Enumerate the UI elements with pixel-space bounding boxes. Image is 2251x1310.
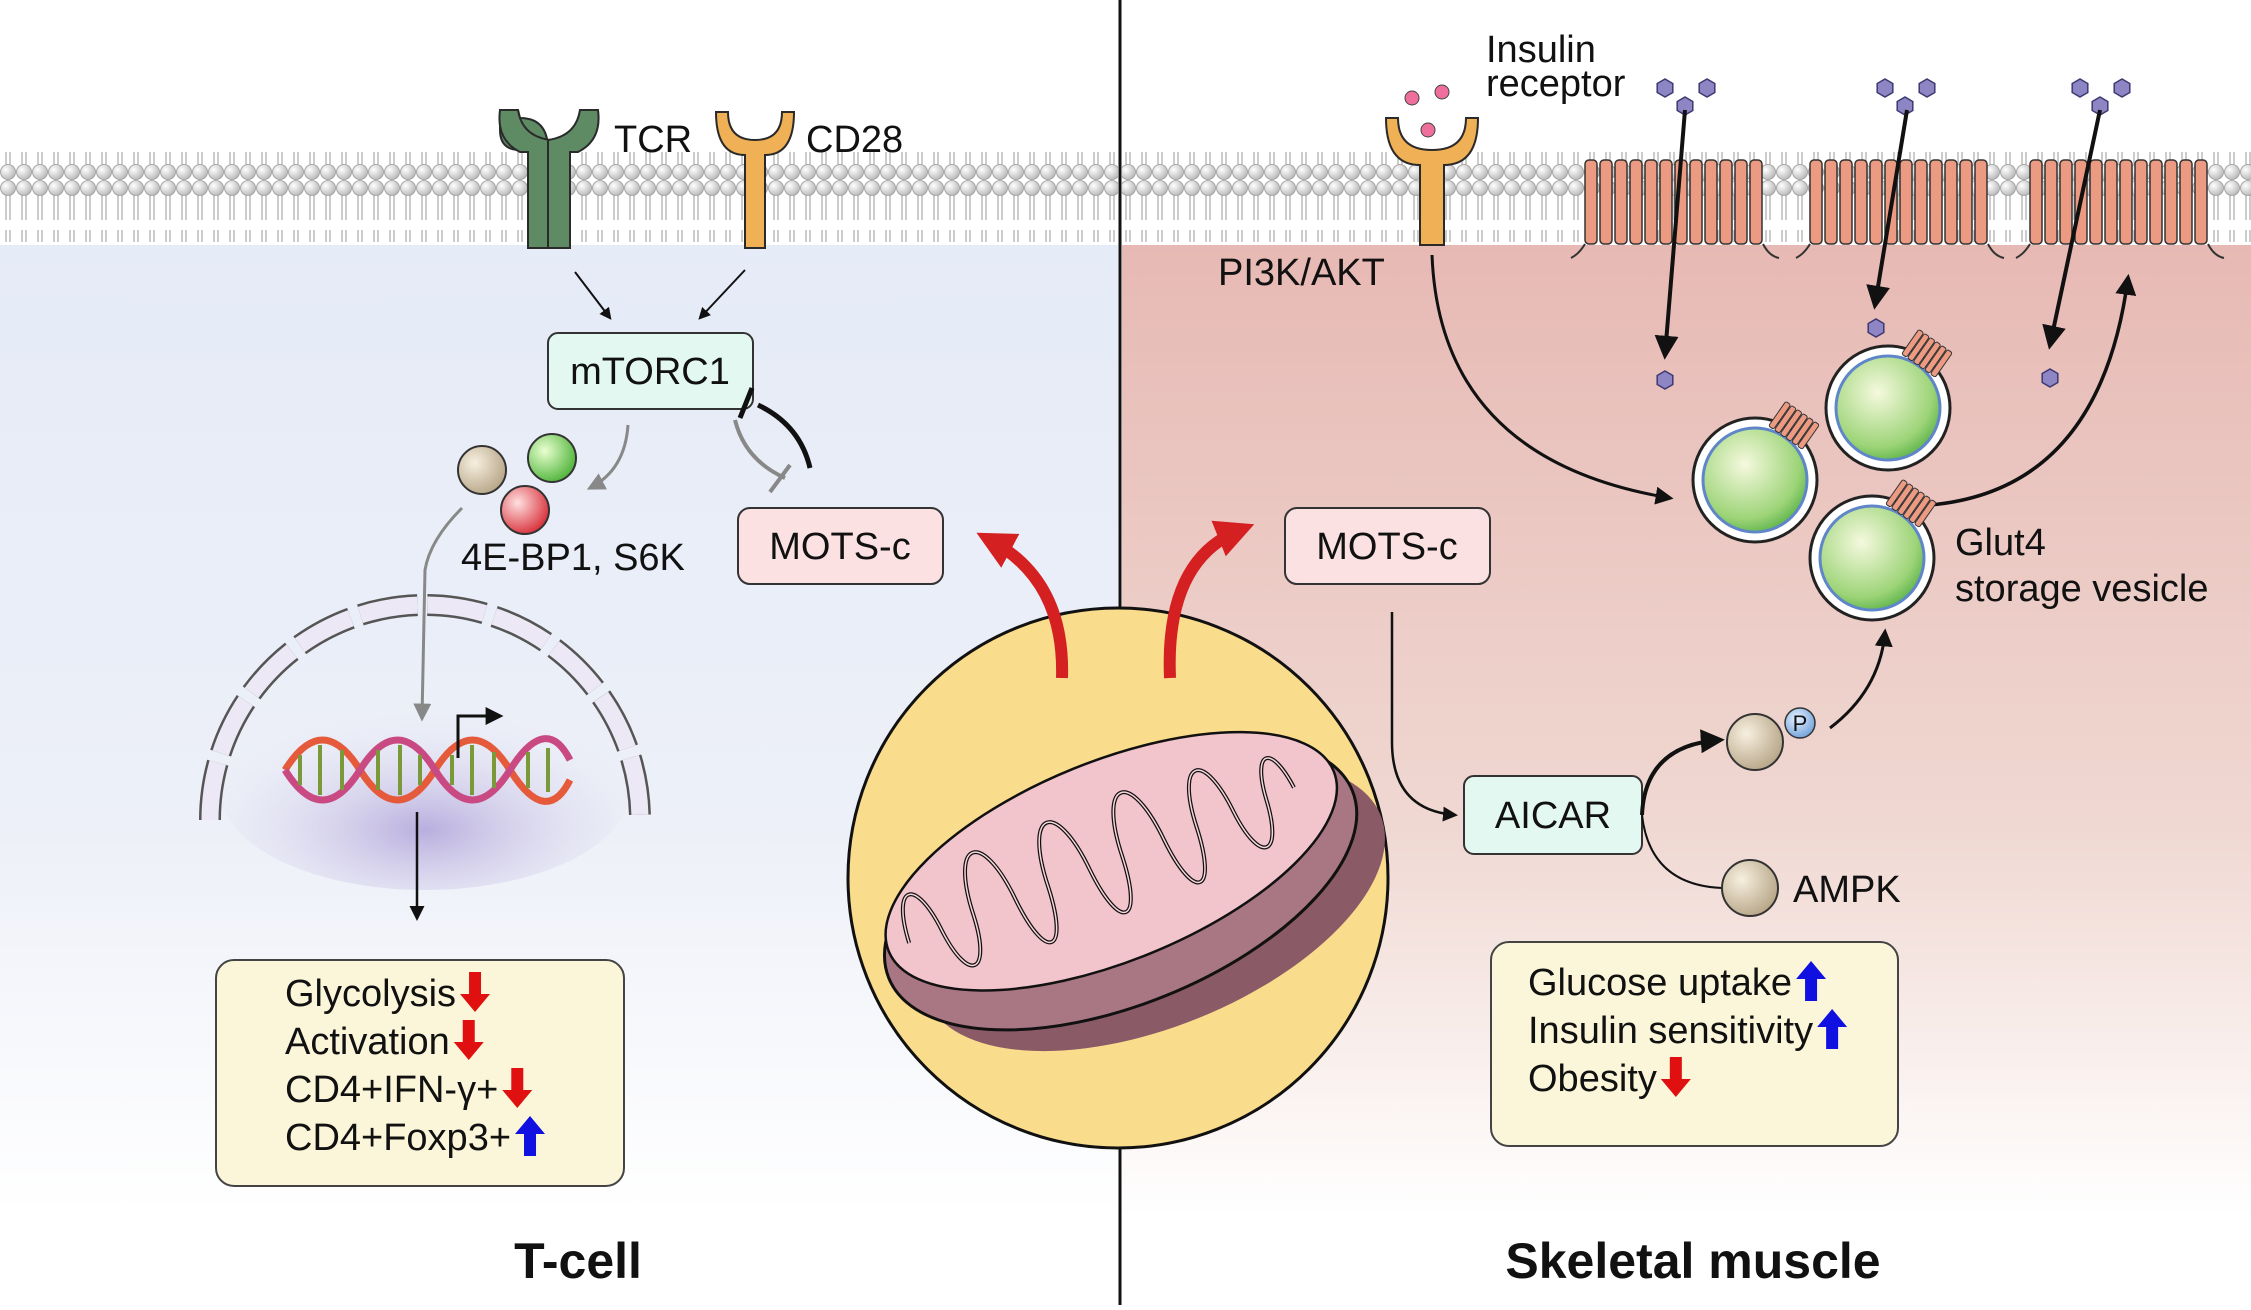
arrow-down-icon [502, 1068, 533, 1108]
glucose-icon [1867, 318, 1885, 338]
mito-to-tcell-arrow [976, 532, 1069, 679]
outcome-label: CD4+IFN-γ+ [285, 1069, 498, 1111]
glucose-icon [2113, 78, 2131, 98]
phospho-label: P [1793, 711, 1808, 736]
mtorc1-box [547, 332, 754, 410]
dna-helix [282, 735, 574, 805]
muscle-title: Skeletal muscle [1505, 1233, 1880, 1289]
glucose-icon [1918, 78, 1936, 98]
glut4-transporter [2015, 159, 2225, 259]
glut4-transporter [1570, 159, 1780, 259]
effector-bead-green [527, 433, 577, 483]
effector-bead-tan [457, 445, 507, 495]
effectors-label: 4E-BP1, S6K [461, 537, 685, 579]
arrow-down-icon [453, 1020, 484, 1060]
outcome-label: CD4+Foxp3+ [285, 1117, 511, 1159]
glucose-uptake-arrow [1866, 109, 1909, 310]
outcome-label: Obesity [1528, 1058, 1657, 1100]
motsc-left-box [737, 507, 944, 585]
pi3k-label: PI3K/AKT [1218, 252, 1385, 294]
cd28-receptor [714, 111, 796, 249]
motsc-to-aicar-arrow [1390, 612, 1458, 822]
tcell-title: T-cell [514, 1233, 642, 1289]
mtorc1-label: mTORC1 [570, 351, 730, 393]
glucose-molecules [1654, 78, 2131, 390]
motsc-left-label: MOTS-c [769, 526, 910, 568]
arrow-down-icon [460, 972, 491, 1012]
glucose-icon [1698, 78, 1716, 98]
arrow-up-icon [515, 1116, 546, 1156]
glut4-vesicles [1691, 329, 1953, 622]
glucose-icon [1876, 78, 1894, 98]
motsc-inhibits-mtorc1 [756, 402, 813, 469]
ampk-label: AMPK [1793, 869, 1901, 911]
outcome-label: Insulin sensitivity [1528, 1010, 1813, 1052]
glucose-icon [2071, 78, 2089, 98]
ampk-to-vesicle-arrow [1829, 628, 1893, 730]
pi3k-to-vesicle-arrow [1430, 254, 1674, 505]
tcr-receptor [498, 109, 600, 249]
glucose-uptake-arrow [1654, 109, 1687, 360]
ampk-bead [1721, 859, 1779, 917]
inhibition-bar-motsc [768, 463, 792, 494]
ampk-phospho-bead [1726, 713, 1784, 771]
cd28-label: CD28 [806, 119, 903, 161]
arrow-up-icon [1796, 961, 1827, 1001]
insulin-receptor [1384, 117, 1480, 246]
effector-bead-red [500, 485, 550, 535]
aicar-label: AICAR [1495, 795, 1611, 837]
glut4-vesicle [1824, 329, 1953, 472]
aicar-to-ampk-arrow [1640, 729, 1725, 816]
outcome-label: Glucose uptake [1528, 962, 1792, 1004]
transcription-start-arrow [456, 707, 504, 758]
insulin-molecules [1404, 84, 1450, 138]
tcr-label: TCR [614, 119, 692, 161]
arrow-up-icon [1817, 1009, 1848, 1049]
arrow-down-icon [1660, 1057, 1691, 1097]
effectors-to-nucleus-arrow [413, 506, 464, 722]
glucose-uptake-arrow [2042, 109, 2102, 350]
mitochondrion [883, 730, 1385, 1052]
glucose-icon [1656, 370, 1674, 390]
ampk-link [1641, 814, 1723, 889]
tcr-to-mtorc1-arrow [574, 271, 612, 320]
glucose-icon [1656, 78, 1674, 98]
outcome-label: Activation [285, 1021, 450, 1063]
phospho-circle [1784, 707, 1816, 739]
inhibition-bar-mtorc1 [737, 387, 755, 419]
muscle-outcomes-box [1490, 941, 1899, 1147]
mito-to-muscle-arrow [1163, 520, 1255, 679]
cd28-to-mtorc1-arrow [698, 269, 746, 320]
mtorc1-inhibits-motsc [733, 419, 786, 480]
glut4-transporters [1570, 159, 2225, 259]
glut4-vesicle [1691, 401, 1820, 544]
motsc-right-box [1284, 507, 1491, 585]
mtorc1-to-effectors-arrow [586, 424, 630, 490]
outcome-label: Glycolysis [285, 973, 456, 1015]
glucose-icon [2041, 368, 2059, 388]
glut4-vesicle [1808, 479, 1937, 622]
motsc-right-label: MOTS-c [1316, 526, 1457, 568]
vesicle-to-membrane-arrow [1929, 273, 2137, 507]
